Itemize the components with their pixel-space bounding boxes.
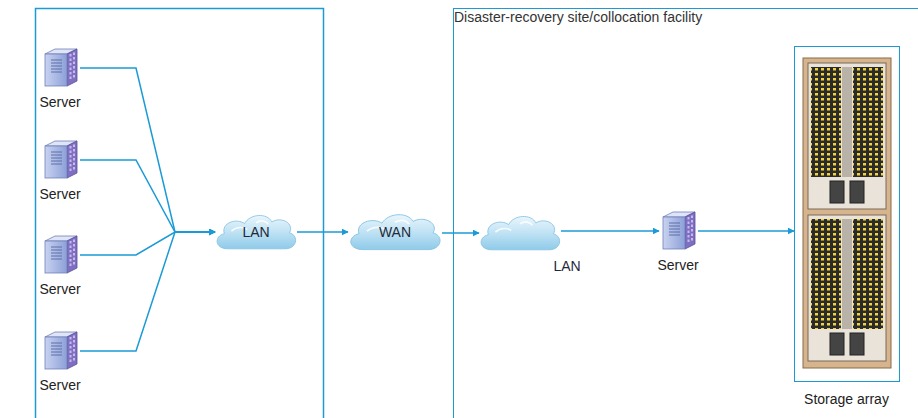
connector — [698, 230, 794, 232]
connector — [442, 232, 479, 234]
server-node: Server — [32, 331, 88, 393]
network-cloud: WAN — [345, 210, 445, 254]
server-node: Server — [32, 140, 88, 202]
server-icon — [41, 140, 79, 180]
node-label: Server — [32, 377, 88, 393]
server-node: Server — [32, 235, 88, 297]
server-icon — [659, 211, 697, 251]
network-cloud: LAN — [212, 211, 300, 253]
region-title: Disaster-recovery site/collocation facil… — [454, 9, 702, 25]
node-label: Server — [32, 281, 88, 297]
site-region — [36, 9, 324, 418]
connector — [80, 68, 215, 232]
node-label: WAN — [379, 224, 411, 240]
node-label: Server — [32, 94, 88, 110]
connector — [297, 231, 348, 233]
server-node: Server — [32, 48, 88, 110]
network-cloud: LAN — [476, 212, 564, 254]
connector — [80, 160, 215, 232]
server-icon — [41, 48, 79, 88]
cloud-shape — [476, 212, 564, 254]
storage-box: Storage array — [794, 46, 900, 382]
storage-rack — [802, 57, 892, 369]
server-icon — [41, 331, 79, 371]
site-region: LANServerStorage arrayDisaster-recovery … — [453, 8, 918, 418]
connector — [80, 232, 215, 255]
server-node: Server — [650, 211, 706, 273]
connector — [80, 232, 215, 351]
node-label: Server — [650, 257, 706, 273]
node-label: Server — [32, 186, 88, 202]
node-label: LAN — [553, 258, 580, 274]
server-icon — [41, 235, 79, 275]
node-label: LAN — [242, 224, 269, 240]
connector — [561, 230, 659, 232]
node-label: Storage array — [804, 391, 889, 407]
